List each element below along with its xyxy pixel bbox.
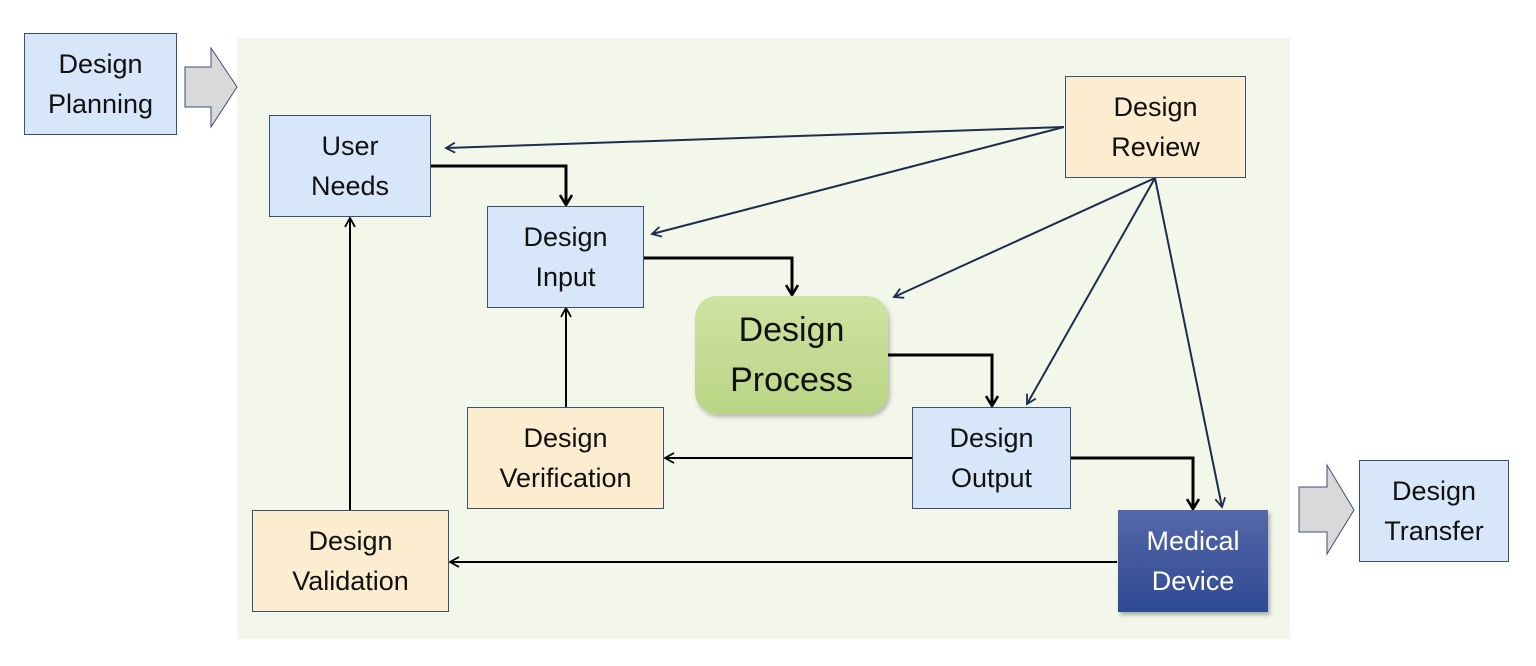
review-to-device [1154, 177, 1226, 509]
node-design-verification: Design Verification [467, 407, 664, 509]
review-to-input [650, 126, 1065, 238]
transfer-block-arrow [1298, 463, 1355, 556]
flow-output-to-device [1071, 456, 1193, 509]
node-design-input: Design Input [487, 206, 644, 308]
flow-input-to-process [644, 256, 792, 295]
node-design-output: Design Output [912, 407, 1071, 509]
node-medical-device: Medical Device [1118, 510, 1268, 612]
node-design-review: Design Review [1065, 76, 1246, 178]
node-user-needs: User Needs [269, 115, 431, 217]
node-design-transfer: Design Transfer [1359, 460, 1509, 562]
flow-process-to-output [888, 353, 992, 406]
node-design-validation: Design Validation [252, 510, 449, 612]
node-design-process: Design Process [695, 296, 888, 414]
node-design-planning: Design Planning [24, 33, 177, 135]
planning-block-arrow [184, 46, 238, 129]
flow-needs-to-input [431, 164, 566, 205]
review-to-process [892, 177, 1156, 299]
review-to-output [1026, 177, 1156, 406]
review-to-needs [444, 126, 1065, 154]
